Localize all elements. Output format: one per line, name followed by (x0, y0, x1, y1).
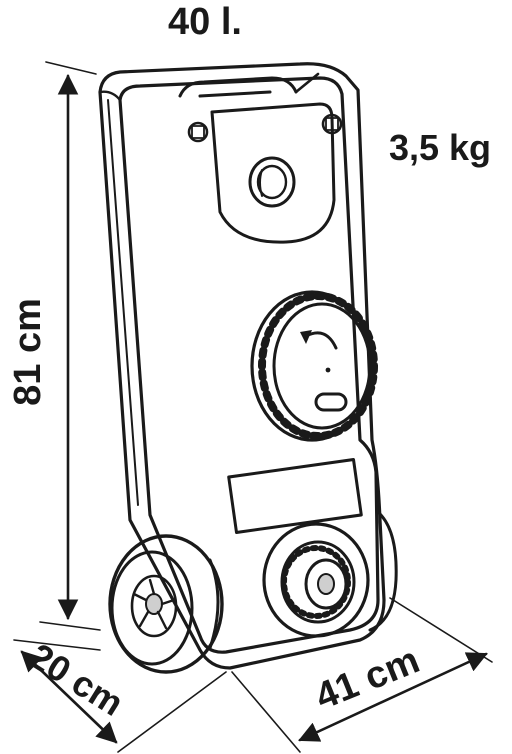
left-wheel (108, 534, 224, 674)
left-screw (187, 121, 209, 143)
vent-cap (248, 156, 296, 208)
height-label: 81 cm (7, 298, 49, 406)
drain-outlet (262, 522, 370, 638)
water-tank (98, 62, 398, 674)
rotate-arrow-icon (300, 330, 338, 350)
right-screw (321, 113, 343, 135)
filler-cap (250, 290, 378, 442)
label-plate (227, 458, 363, 534)
depth-label: 20 cm (22, 635, 130, 724)
weight-label: 3,5 kg (389, 127, 491, 168)
volume-label: 40 l. (168, 1, 242, 43)
width-label: 41 cm (310, 639, 426, 718)
depth-dimension-line (13, 639, 227, 753)
width-dimension-line (231, 597, 493, 753)
height-dimension-line (39, 61, 101, 631)
